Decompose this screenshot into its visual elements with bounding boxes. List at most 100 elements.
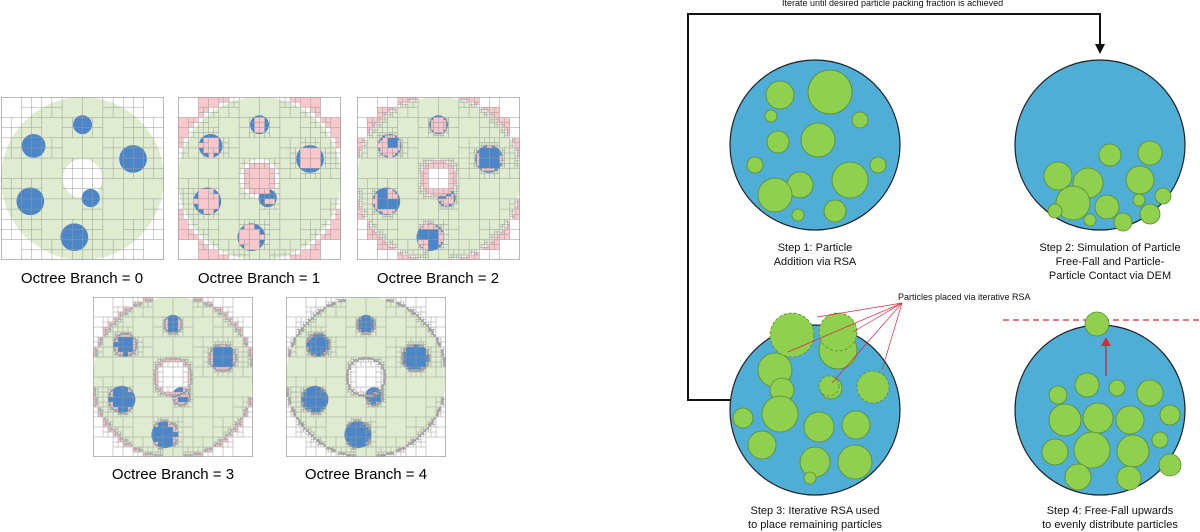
green-particle [1074,372,1100,398]
octree-panel-0 [1,97,164,260]
green-particle [1073,431,1111,469]
green-particle [732,407,754,429]
green-particle [1048,385,1068,405]
rsa-pointer-line [852,302,903,333]
octree-label-3: Octree Branch = 3 [111,466,235,483]
particle [81,188,100,208]
green-particle [818,312,858,352]
particle [21,134,46,158]
green-particle [869,156,887,174]
panel-border [1,97,164,260]
green-particle [1083,213,1097,227]
step4-line1: Step 4: Free-Fall upwards [1046,505,1174,517]
green-particle [1159,404,1181,426]
step4-caption: Step 4: Free-Fall upwards to evenly dist… [1020,504,1200,532]
step4-line2: to evenly distribute particles [1042,519,1178,531]
green-particle [1158,453,1182,477]
step3-caption: Step 3: Iterative RSA used to place rema… [735,504,895,532]
green-particle [1116,434,1150,468]
green-particle [1137,140,1163,166]
green-particle [766,130,790,154]
step2-line2: Free-Fall and Particle- [1055,256,1165,268]
particle [113,333,137,357]
green-particle [1151,431,1169,449]
particle [301,385,329,413]
green-particle [769,312,815,358]
octree-grid-lines [1,97,164,260]
green-particle [747,430,777,460]
green-particle [1098,143,1122,167]
step2-line1: Step 2: Simulation of Particle [1039,242,1181,254]
green-particle [1041,438,1069,466]
green-particle [1113,212,1133,232]
octree-label-1: Octree Branch = 1 [197,270,321,287]
float-up-arrowhead [1101,337,1111,346]
green-particle [837,444,873,480]
green-particle [1115,405,1145,435]
green-particle [841,410,871,440]
rsa-annotation-label: Particles placed via iterative RSA [898,292,1031,302]
particle [402,344,430,372]
green-particle [1047,203,1063,219]
green-particle [1108,379,1126,397]
green-particle [1154,187,1172,205]
green-particle [799,446,831,478]
octree-label-0: Octree Branch = 0 [20,270,144,287]
panel-border [286,297,446,457]
loop-arrowhead [1095,44,1105,54]
panel-border [178,97,341,260]
green-particle [1136,379,1164,407]
octree-grid-lines [93,297,253,457]
green-particle [831,161,869,199]
green-particle [1139,203,1161,225]
step1-line1: Step 1: Particle [777,242,853,254]
green-particle [1048,403,1082,437]
step1-caption: Step 1: Particle Addition via RSA [735,241,895,269]
octree-panel-3 [93,297,253,457]
particle [209,344,237,372]
step2-caption: Step 2: Simulation of Particle Free-Fall… [1020,241,1200,283]
rsa-pointer-line [881,302,903,371]
rsa-pointer-line [787,302,903,353]
step2-line3: Particle Contact via DEM [1048,270,1172,282]
green-particle [1132,193,1146,207]
pink-cells [357,97,520,260]
iteration-loop-line [687,13,1101,401]
green-particle [1084,311,1110,337]
step3-line1: Step 3: Iterative RSA used [750,505,880,517]
pink-cells [93,297,253,457]
panel-border [93,297,253,457]
green-particle [823,199,847,223]
octree-panel-1 [178,97,341,260]
octree-label-2: Octree Branch = 2 [376,270,500,287]
iterate-loop-label: Iterate until desired particle packing f… [782,0,1004,8]
green-particle [1082,402,1114,434]
green-particle [1116,465,1142,491]
rsa-pointer-line [831,302,903,384]
green-particle [856,370,890,404]
panel-border [357,97,520,260]
particle [60,223,89,252]
octree-grid-lines [178,97,341,260]
octree-grid-lines [286,297,446,457]
green-particle [757,177,793,213]
green-particle [1043,161,1073,191]
octree-grid-lines [357,97,520,260]
green-particle [1094,194,1120,220]
green-particle [761,395,799,433]
green-particle [800,122,836,158]
octree-panel-4 [286,297,446,457]
step1-line2: Addition via RSA [773,256,857,268]
green-particle [803,411,835,443]
rsa-pointer-line [816,302,903,318]
green-particle [818,375,840,397]
particle [119,145,147,173]
green-particle [1064,463,1092,491]
octree-panel-2 [357,97,520,260]
particle [306,333,330,357]
green-particle [746,156,764,174]
green-particle [764,109,778,123]
green-particle [1125,165,1155,195]
green-particle [803,471,817,485]
